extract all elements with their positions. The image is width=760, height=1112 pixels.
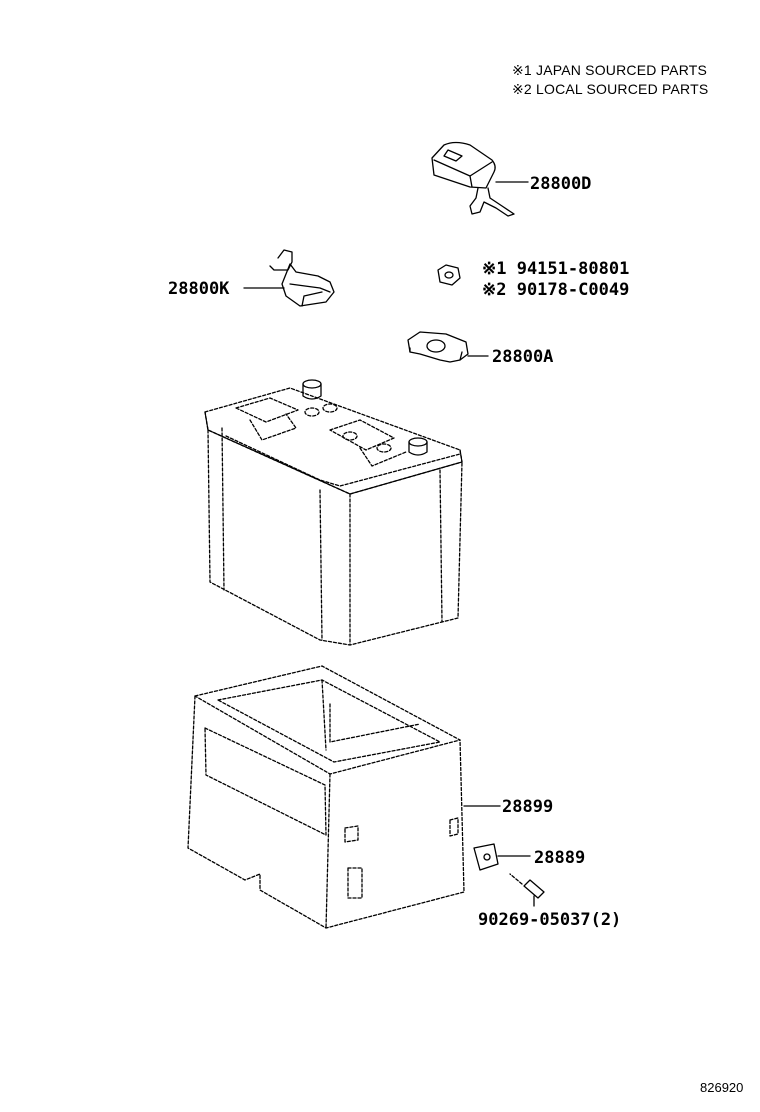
bolt-drawing[interactable] bbox=[509, 873, 545, 907]
battery-terminals bbox=[302, 379, 428, 456]
label-nut-japan[interactable]: ※1 94151-80801 bbox=[482, 259, 630, 279]
label-bolt[interactable]: 90269-05037(2) bbox=[478, 910, 622, 930]
label-28800D[interactable]: 28800D bbox=[530, 174, 592, 194]
terminal-cover-positive-drawing[interactable] bbox=[431, 141, 529, 217]
terminal-nut-drawing[interactable] bbox=[437, 264, 461, 286]
terminal-cover-negative-drawing[interactable] bbox=[243, 249, 335, 307]
legend-japan-sourced: ※1 JAPAN SOURCED PARTS bbox=[512, 62, 708, 78]
label-28800A[interactable]: 28800A bbox=[492, 347, 554, 367]
diagram-id: 826920 bbox=[700, 1080, 744, 1095]
label-28899[interactable]: 28899 bbox=[502, 797, 554, 817]
bracket-drawing[interactable] bbox=[473, 843, 531, 871]
legend-local-sourced: ※2 LOCAL SOURCED PARTS bbox=[512, 81, 709, 97]
battery-clamp-drawing[interactable] bbox=[407, 331, 489, 363]
battery-tray-drawing[interactable] bbox=[187, 665, 465, 929]
label-28889[interactable]: 28889 bbox=[534, 848, 586, 868]
label-nut-local[interactable]: ※2 90178-C0049 bbox=[482, 280, 630, 300]
label-28800K[interactable]: 28800K bbox=[168, 279, 230, 299]
battery-drawing bbox=[204, 387, 463, 646]
